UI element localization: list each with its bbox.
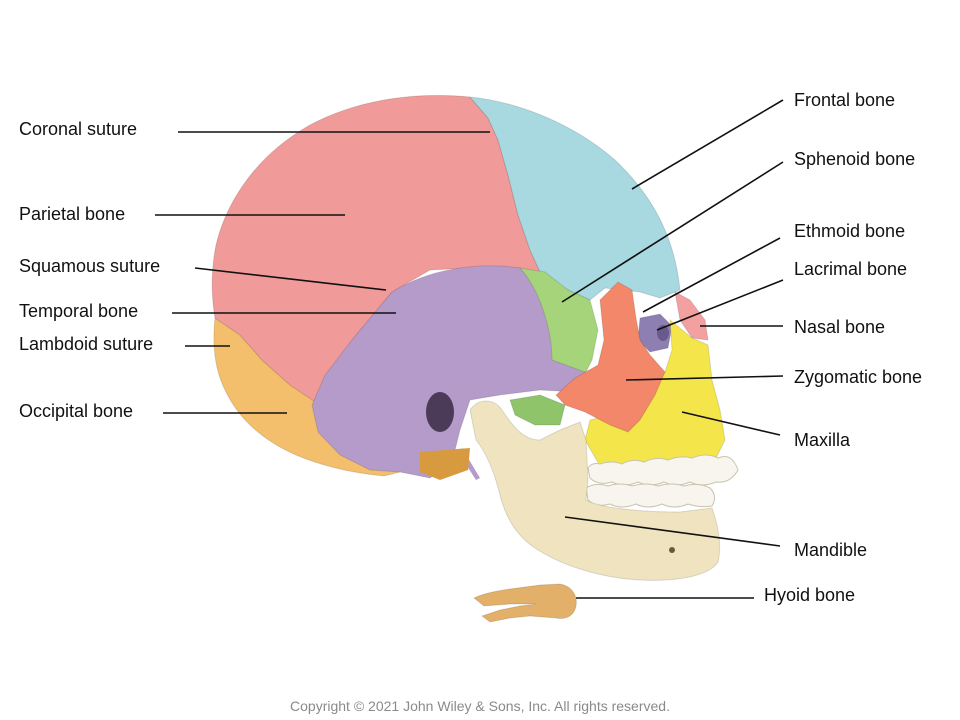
label-mandible: Mandible: [794, 540, 867, 560]
label-parietal-bone: Parietal bone: [19, 204, 125, 224]
hyoid-bone-shape: [473, 583, 577, 623]
label-lacrimal-bone: Lacrimal bone: [794, 259, 907, 279]
label-temporal-bone: Temporal bone: [19, 301, 138, 321]
lower-teeth-shape: [585, 483, 716, 508]
temporal-bone-shape: [311, 265, 586, 479]
label-maxilla: Maxilla: [794, 430, 851, 450]
copyright-notice: Copyright © 2021 John Wiley & Sons, Inc.…: [290, 698, 670, 714]
skull-illustration: [211, 94, 739, 623]
label-hyoid-bone: Hyoid bone: [764, 585, 855, 605]
label-ethmoid-bone: Ethmoid bone: [794, 221, 905, 241]
leader-lacrimal-bone: [656, 279, 784, 331]
upper-teeth-shape: [587, 454, 739, 486]
leader-sphenoid-bone: [561, 161, 784, 303]
leader-squamous-suture: [194, 267, 387, 291]
label-coronal-suture: Coronal suture: [19, 119, 137, 139]
occipital-underside-shape: [420, 448, 470, 480]
sphenoid-bone-lower-shape: [509, 394, 566, 426]
mandible-shape: [469, 400, 721, 581]
label-sphenoid-bone: Sphenoid bone: [794, 149, 915, 169]
leader-zygomatic-bone: [625, 375, 784, 381]
leader-maxilla: [681, 411, 781, 436]
label-frontal-bone: Frontal bone: [794, 90, 895, 110]
ear-canal-shape: [426, 392, 454, 432]
zygomatic-bone-shape: [555, 281, 666, 433]
label-nasal-bone: Nasal bone: [794, 317, 885, 337]
teeth: [585, 454, 739, 508]
leader-mandible: [564, 516, 781, 547]
leader-ethmoid-bone: [642, 237, 781, 313]
label-occipital-bone: Occipital bone: [19, 401, 133, 421]
label-squamous-suture: Squamous suture: [19, 256, 160, 276]
leader-lines: [155, 99, 784, 599]
label-lambdoid-suture: Lambdoid suture: [19, 334, 153, 354]
labels: Coronal suture Parietal bone Squamous su…: [19, 90, 922, 605]
leader-frontal-bone: [631, 99, 784, 190]
mental-foramen-shape: [669, 547, 675, 553]
label-zygomatic-bone: Zygomatic bone: [794, 367, 922, 387]
